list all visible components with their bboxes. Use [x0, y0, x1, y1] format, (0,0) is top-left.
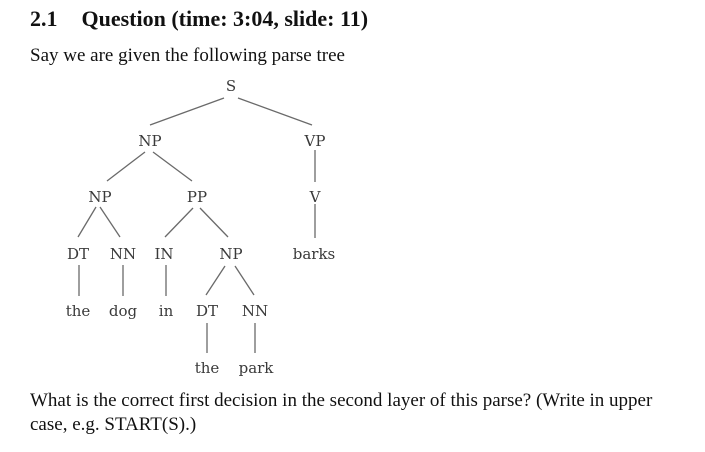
question-text: What is the correct first decision in th…: [30, 390, 653, 435]
edge-np-nn2: [234, 265, 255, 296]
node-in: IN: [154, 245, 173, 263]
intro-text: Say we are given the following parse tre…: [30, 45, 345, 66]
node-dt-2: DT: [196, 302, 218, 320]
node-np-pp: NP: [219, 245, 242, 263]
leaf-the-1: the: [66, 302, 91, 320]
leaf-dog: dog: [109, 302, 138, 320]
node-vp: VP: [304, 132, 326, 150]
section-number: 2.1: [30, 6, 58, 31]
edge-pp-in: [164, 207, 194, 238]
edge-np-dt2: [205, 265, 226, 296]
leaf-park: park: [239, 359, 275, 377]
node-np-inner: NP: [88, 188, 111, 206]
edge-s-np: [149, 97, 225, 126]
node-v: V: [309, 188, 322, 206]
leaf-in: in: [159, 302, 174, 320]
edge-pp-np: [199, 207, 229, 238]
edge-np-dt: [77, 206, 97, 238]
node-dt-1: DT: [67, 245, 89, 263]
edge-s-vp: [237, 97, 313, 126]
node-pp: PP: [187, 188, 207, 206]
leaf-barks: barks: [293, 245, 336, 263]
edge-np-nn: [99, 206, 121, 238]
node-nn-2: NN: [242, 302, 268, 320]
tree-edges: [77, 97, 316, 353]
leaf-the-2: the: [195, 359, 220, 377]
section-title: Question (time: 3:04, slide: 11): [81, 6, 369, 31]
tree-nodes: S NP VP NP PP V DT NN IN NP barks the do…: [66, 77, 336, 377]
node-np-top: NP: [138, 132, 161, 150]
node-nn-1: NN: [110, 245, 136, 263]
node-s: S: [226, 77, 236, 95]
edge-np-pp: [152, 151, 193, 182]
edge-np-np: [106, 151, 146, 182]
section-heading: 2.1 Question (time: 3:04, slide: 11): [30, 6, 368, 32]
